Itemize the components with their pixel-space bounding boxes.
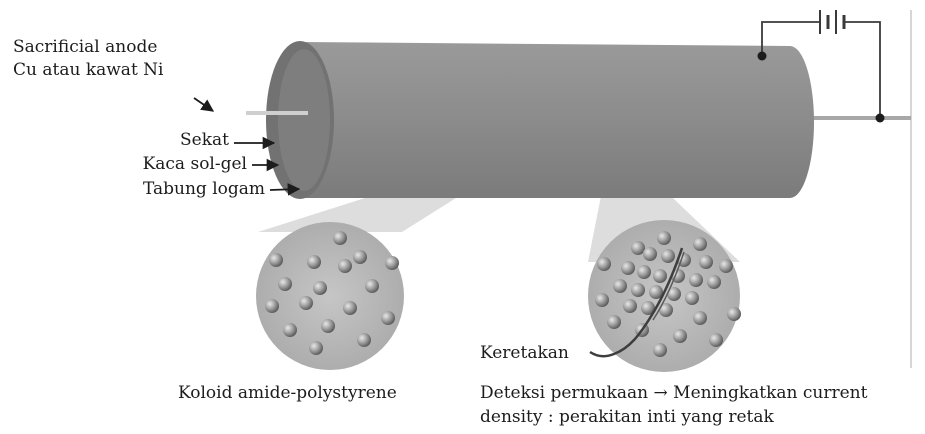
label-koloid: Koloid amide-polystyrene (178, 383, 397, 403)
crack-magnified-circle (588, 220, 741, 372)
label-sekat: Sekat (180, 130, 229, 150)
label-tabung-logam: Tabung logam (143, 179, 265, 199)
metal-tube (246, 41, 814, 199)
label-cu-ni-wire: Cu atau kawat Ni (13, 60, 164, 80)
colloid-magnified-circle (256, 222, 404, 370)
label-deteksi-line2: density : perakitan inti yang retak (480, 407, 774, 427)
label-keretakan: Keretakan (480, 343, 569, 363)
label-sacrificial-anode: Sacrificial anode (13, 37, 157, 57)
tube-end-inner (278, 49, 330, 191)
label-deteksi-line1: Deteksi permukaan → Meningkatkan current (480, 383, 867, 403)
label-kaca-sol-gel: Kaca sol-gel (143, 154, 247, 174)
